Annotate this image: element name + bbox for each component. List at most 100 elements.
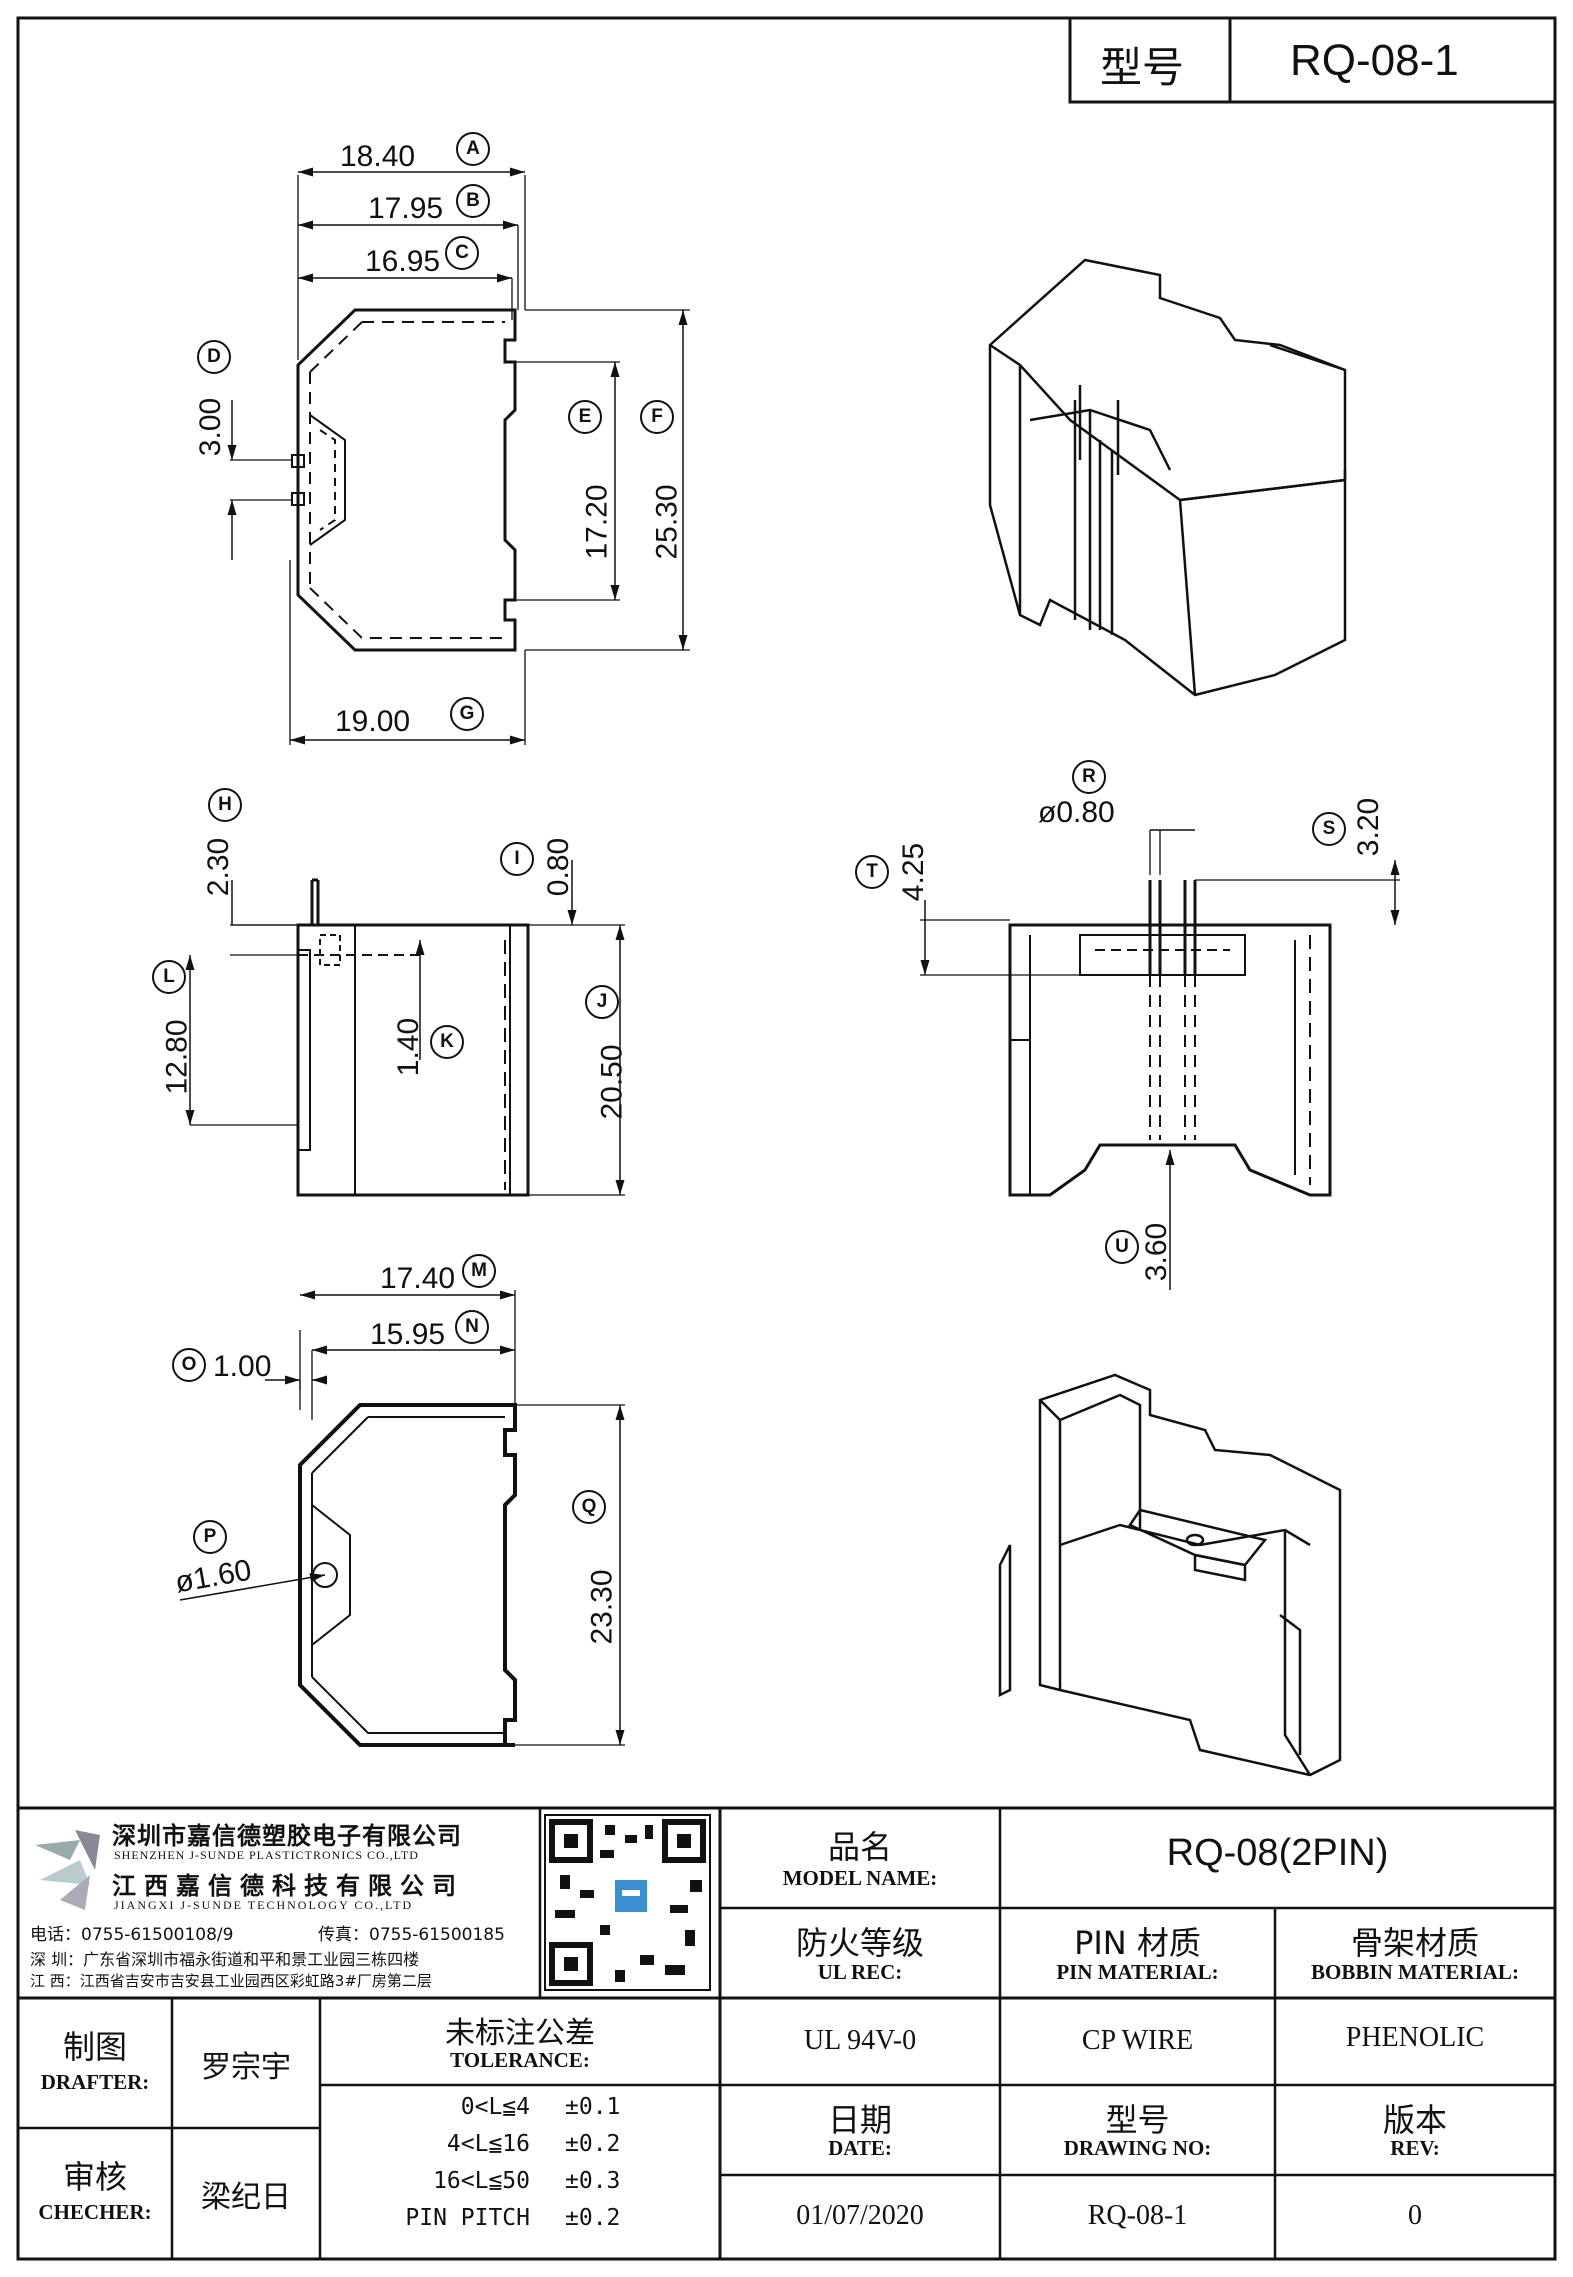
- title-block-lines: [18, 1806, 1555, 2259]
- date-label-cn: 日期: [827, 2101, 892, 2139]
- dim-C-value: 16.95: [365, 245, 441, 278]
- header-model-box: [1068, 16, 1557, 104]
- pin-material-label-en: PIN MATERIAL:: [1056, 1960, 1219, 1984]
- qr-code: [544, 1814, 711, 1991]
- drawing-no-label-cn: 型号: [1105, 2101, 1170, 2139]
- ul-value: UL 94V-0: [803, 2025, 917, 2056]
- rev-value: 0: [1408, 2200, 1422, 2231]
- drawing-no-label-en: DRAWING NO:: [1063, 2136, 1212, 2160]
- dim-M-value: 17.40: [380, 1262, 456, 1295]
- dim-I-value: 0.80: [542, 837, 576, 897]
- tolerance-label-cn: 未标注公差: [445, 2016, 595, 2051]
- iso-view-bottom: [998, 1373, 1342, 1777]
- dim-F-value: 25.30: [650, 484, 684, 560]
- dim-P-balloon: P: [193, 1520, 227, 1554]
- dim-E-value: 17.20: [580, 484, 614, 560]
- front-view-drawing: [920, 829, 1400, 1290]
- drawing-no-value: RQ-08-1: [1087, 2200, 1188, 2231]
- pin-material-label-cn: PIN 材质: [1074, 1924, 1201, 1962]
- dim-I-balloon: I: [500, 842, 534, 876]
- company-fax: 传真：0755-61500185: [318, 1925, 505, 1945]
- company-name-sz: 深圳市嘉信德塑胶电子有限公司: [112, 1822, 462, 1850]
- tolerance-range-3: 16<L≦50: [433, 2168, 530, 2194]
- tolerance-value-3: ±0.3: [565, 2168, 621, 2194]
- dim-A-value: 18.40: [340, 140, 416, 173]
- model-name-label-en: MODEL NAME:: [782, 1866, 938, 1890]
- company-addr-jx: 江 西：江西省吉安市吉安县工业园西区彩虹路3#厂房第二层: [30, 1972, 432, 1990]
- dim-E-balloon: E: [568, 400, 602, 434]
- dim-K-value: 1.40: [392, 1017, 426, 1077]
- dim-Q-value: 23.30: [585, 1569, 619, 1645]
- tolerance-range-4: PIN PITCH: [405, 2205, 530, 2231]
- rev-label-en: REV:: [1390, 2136, 1440, 2160]
- company-name-jx: 江西嘉信德科技有限公司: [112, 1872, 464, 1900]
- dim-T-balloon: T: [855, 855, 889, 889]
- dim-G-balloon: G: [450, 697, 484, 731]
- bobbin-material-label-cn: 骨架材质: [1350, 1924, 1479, 1962]
- checker-value: 梁纪日: [201, 2180, 291, 2215]
- dim-F-balloon: F: [640, 400, 674, 434]
- dim-J-balloon: J: [585, 985, 619, 1019]
- checker-label-cn: 审核: [62, 2158, 127, 2196]
- dim-K-balloon: K: [430, 1025, 464, 1059]
- dim-D-value: 3.00: [194, 397, 228, 457]
- dim-H-balloon: H: [208, 788, 242, 822]
- dim-L-value: 12.80: [160, 1019, 194, 1095]
- iso-view-top: [988, 258, 1347, 697]
- dim-U-value: 3.60: [1140, 1222, 1174, 1282]
- side-view-drawing: [185, 860, 625, 1197]
- drafter-value: 罗宗宇: [201, 2050, 291, 2085]
- tolerance-value-4: ±0.2: [565, 2205, 621, 2231]
- company-addr-sz: 深 圳：广东省深圳市福永街道和平和景工业园三栋四楼: [30, 1950, 420, 1969]
- tolerance-label-en: TOLERANCE:: [450, 2048, 590, 2072]
- dim-Q-balloon: Q: [572, 1490, 606, 1524]
- dim-J-value: 20.50: [595, 1044, 629, 1120]
- ul-label-en: UL REC:: [817, 1960, 903, 1984]
- dim-B-balloon: B: [456, 184, 490, 218]
- dim-R-balloon: R: [1072, 760, 1106, 794]
- company-tel: 电话：0755-61500108/9: [30, 1925, 234, 1945]
- dim-O-value: 1.00: [213, 1350, 272, 1383]
- pin-material-value: CP WIRE: [1081, 2025, 1194, 2056]
- dim-O-balloon: O: [172, 1348, 206, 1382]
- dim-H-value: 2.30: [202, 837, 236, 897]
- header-model-value: RQ-08-1: [1290, 36, 1459, 85]
- top-view-drawing: [227, 167, 690, 745]
- dim-B-value: 17.95: [368, 192, 444, 225]
- dim-M-balloon: M: [462, 1254, 496, 1288]
- bobbin-material-label-en: BOBBIN MATERIAL:: [1311, 1960, 1519, 1984]
- tolerance-range-2: 4<L≦16: [446, 2131, 530, 2157]
- dim-L-balloon: L: [152, 960, 186, 994]
- dim-D-balloon: D: [197, 340, 231, 374]
- dim-S-value: 3.20: [1352, 797, 1386, 857]
- dim-R-value: ø0.80: [1038, 796, 1115, 829]
- model-name-label-cn: 品名: [827, 1828, 892, 1866]
- dim-A-balloon: A: [456, 132, 490, 166]
- bottom-view-drawing: [179, 1290, 625, 1747]
- dim-G-value: 19.00: [335, 705, 411, 738]
- date-value: 01/07/2020: [796, 2200, 924, 2231]
- header-model-label: 型号: [1100, 43, 1185, 92]
- company-name-sz-en: SHENZHEN J-SUNDE PLASTICTRONICS CO.,LTD: [114, 1848, 419, 1862]
- dim-N-balloon: N: [455, 1310, 489, 1344]
- model-name-value: RQ-08(2PIN): [1166, 1832, 1389, 1874]
- drafter-label-cn: 制图: [62, 2028, 127, 2066]
- rev-label-cn: 版本: [1382, 2101, 1447, 2139]
- sheet-border: [16, 16, 1557, 2261]
- dim-S-balloon: S: [1312, 812, 1346, 846]
- company-logo: [35, 1830, 100, 1910]
- date-label-en: DATE:: [828, 2136, 892, 2160]
- tolerance-range-1: 0<L≦4: [460, 2094, 530, 2120]
- drafter-label-en: DRAFTER:: [40, 2070, 150, 2094]
- dim-C-balloon: C: [445, 236, 479, 270]
- tolerance-value-1: ±0.1: [565, 2094, 621, 2120]
- dim-N-value: 15.95: [370, 1318, 446, 1351]
- tolerance-value-2: ±0.2: [565, 2131, 621, 2157]
- company-name-jx-en: JIANGXI J-SUNDE TECHNOLOGY CO.,LTD: [114, 1898, 414, 1912]
- checker-label-en: CHECHER:: [38, 2200, 152, 2224]
- ul-label-cn: 防火等级: [795, 1924, 924, 1962]
- dim-U-balloon: U: [1105, 1230, 1139, 1264]
- dim-T-value: 4.25: [897, 842, 931, 902]
